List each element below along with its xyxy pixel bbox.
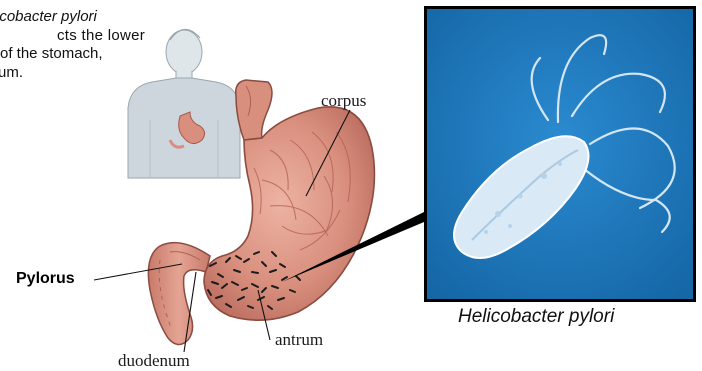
corpus-label: corpus: [321, 91, 366, 111]
duodenum-shape: [148, 243, 210, 345]
duodenum-label: duodenum: [118, 351, 190, 371]
esophagus: [236, 80, 272, 140]
pylorus-label: Pylorus: [16, 270, 75, 288]
person-figure: [128, 29, 240, 178]
antrum-label: antrum: [275, 330, 323, 350]
micrograph-caption: Helicobacter pylori: [458, 306, 614, 328]
micrograph-panel: [424, 6, 696, 302]
